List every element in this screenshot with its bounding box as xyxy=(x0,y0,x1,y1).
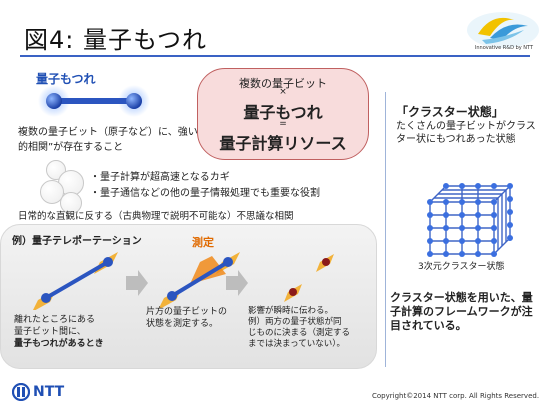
ntt-logo-icon xyxy=(12,383,30,401)
copyright-text: Copyright©2014 NTT corp. All Rights Rese… xyxy=(372,392,540,400)
step3-line: じものに決まる（測定する xyxy=(248,328,351,338)
step1-text: 離れたところにある 量子ビット間に、 量子もつれがあるとき xyxy=(14,314,124,350)
cube-caption: 3次元クラスター状態 xyxy=(418,262,505,272)
entangled-pair-illustration xyxy=(33,252,118,310)
entanglement-description: 複数の量子ビット（原子など）に、強い“量子的相関”が存在すること xyxy=(18,127,223,153)
logo-caption: Innovative R&D by NTT xyxy=(474,45,534,51)
equation-equals: = xyxy=(279,119,287,129)
cluster-state-description: たくさんの量子ビットがクラスター状にもつれあった状態 xyxy=(396,121,536,145)
step3-line: 例）両方の量子状態が同 xyxy=(248,317,342,327)
arrow-right-icon xyxy=(126,270,148,296)
cluster-framework-text: クラスター状態を用いた、量子計算のフレームワークが注目されている。 xyxy=(390,291,533,332)
step1-line: 離れたところにある xyxy=(14,315,96,325)
bubble-decoration xyxy=(40,180,64,204)
bullet-item: ・量子通信などの他の量子情報処理でも重要な役割 xyxy=(90,188,320,199)
step2-line: 片方の量子ビットの xyxy=(146,307,228,317)
cluster-state-cube-illustration xyxy=(427,183,513,257)
measurement-illustration xyxy=(159,252,240,308)
step3-line: までは決まっていない）。 xyxy=(248,339,345,349)
entanglement-label: 量子もつれ xyxy=(36,72,96,86)
bullet-item: ・量子計算が超高速となるカギ xyxy=(90,172,230,183)
measure-label: 測定 xyxy=(192,236,214,249)
title-divider xyxy=(20,55,530,57)
arrow-right-icon xyxy=(226,270,248,296)
step1-line: 量子ビット間に、 xyxy=(14,327,86,337)
step1-line: 量子もつれがあるとき xyxy=(14,339,104,349)
teleportation-example-panel xyxy=(0,224,377,369)
example-label: 例）量子テレポーテーション xyxy=(12,236,142,247)
equation-entanglement: 量子もつれ xyxy=(243,103,323,122)
equation-times: × xyxy=(279,87,287,97)
column-divider xyxy=(385,92,386,367)
step2-line: 状態を測定する。 xyxy=(146,319,219,329)
counterintuitive-caption: 日常的な直観に反する（古典物理で説明不可能な）不思議な相関 xyxy=(18,211,294,222)
entangled-qubits-icon xyxy=(38,85,150,117)
step2-text: 片方の量子ビットの 状態を測定する。 xyxy=(146,306,256,330)
ntt-rd-logo xyxy=(467,12,539,48)
instant-effect-illustration xyxy=(284,254,334,302)
resource-equation-box: 複数の量子ビット × 量子もつれ = 量子計算リソース xyxy=(197,68,369,160)
step3-line: 影響が瞬時に伝わる。 xyxy=(248,306,334,316)
footer-brand: NTT xyxy=(33,384,65,400)
cluster-state-title: 「クラスター状態」 xyxy=(396,105,504,119)
page-title: 図4: 量子もつれ xyxy=(24,26,208,54)
equation-multi-qubits: 複数の量子ビット xyxy=(239,77,327,90)
step3-text: 影響が瞬時に伝わる。 例）両方の量子状態が同 じものに決まる（測定する までは決… xyxy=(248,306,376,350)
equation-resource: 量子計算リソース xyxy=(219,134,347,153)
bubble-decoration xyxy=(60,192,82,214)
